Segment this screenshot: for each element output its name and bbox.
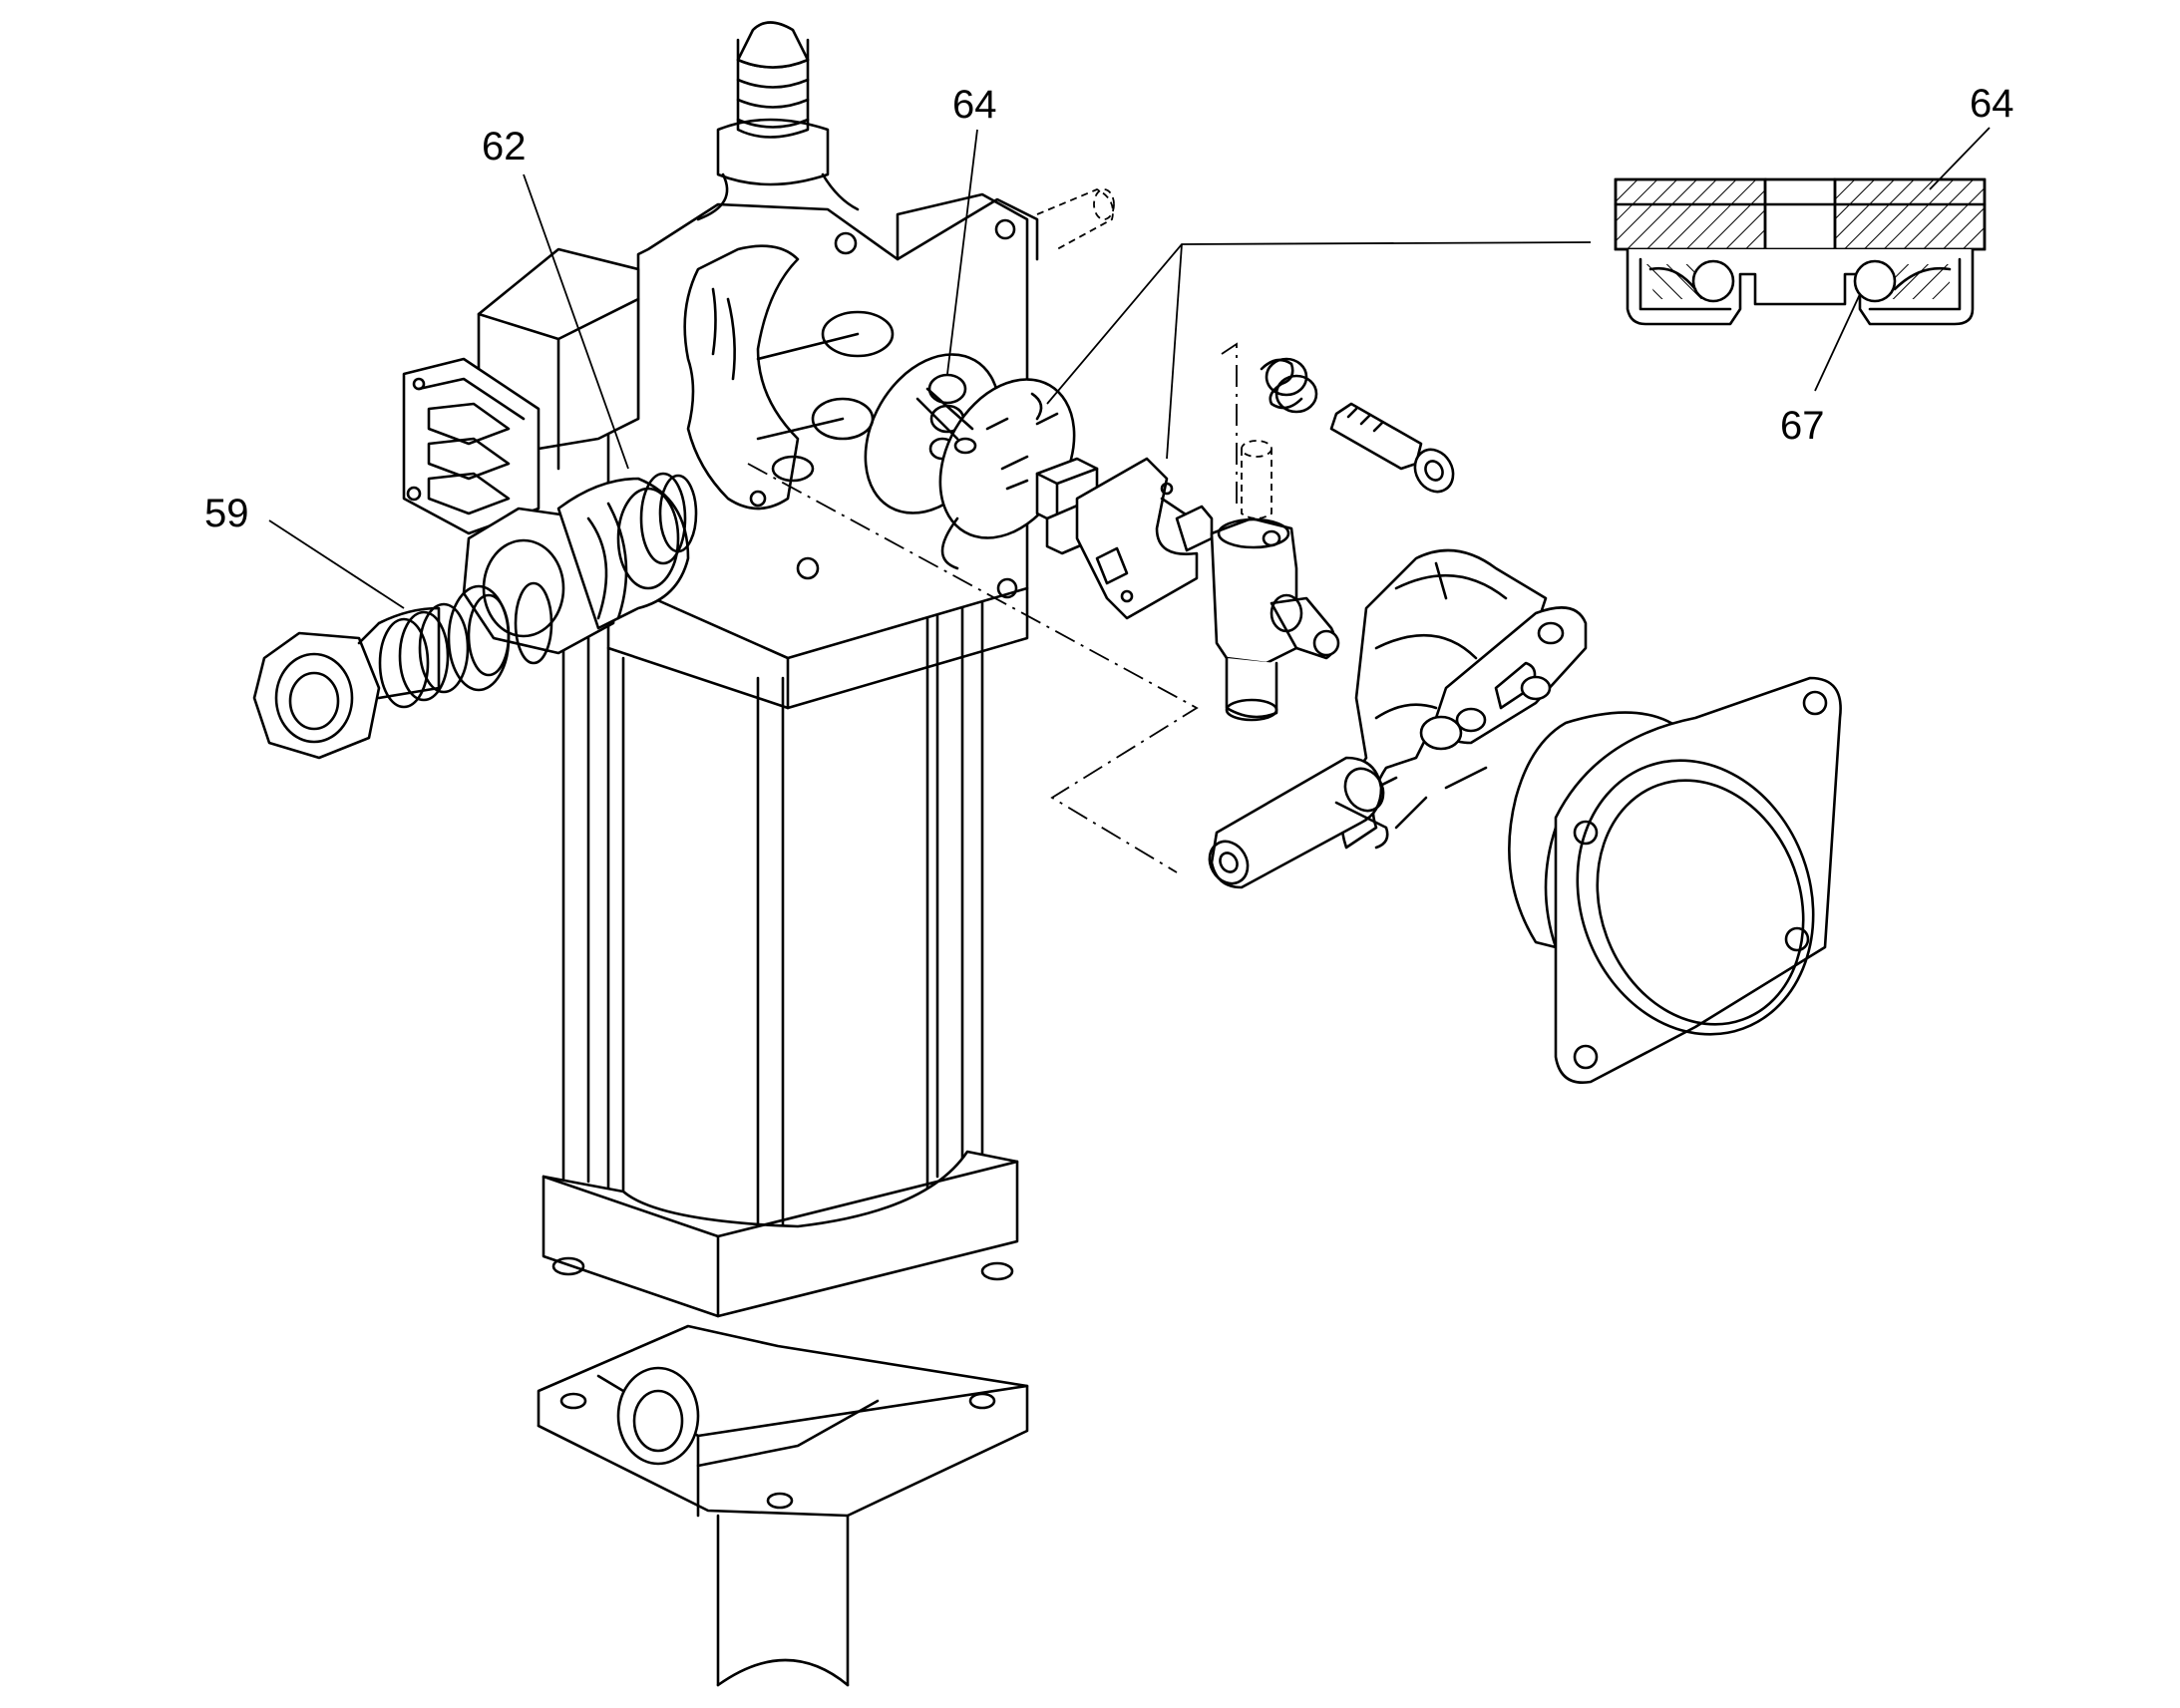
- cylinder-assembly: [402, 21, 1115, 1687]
- callout-67: 67: [1780, 293, 1861, 448]
- left-fitting-stack: [252, 472, 698, 760]
- callout-64-main: 64: [946, 83, 997, 375]
- callout-label-62: 62: [482, 125, 527, 169]
- callout-label-64-main: 64: [952, 83, 997, 127]
- callout-label-67: 67: [1780, 404, 1825, 448]
- section-detail: [1614, 177, 1987, 326]
- valve-components: [747, 342, 1842, 1085]
- callout-label-59: 59: [204, 492, 249, 535]
- callout-64-detail: 64: [1929, 82, 2014, 190]
- callout-59: 59: [204, 492, 405, 609]
- callout-label-64-detail: 64: [1970, 82, 2014, 126]
- callout-62: 62: [482, 125, 629, 470]
- detail-reference-line: [1046, 241, 1592, 405]
- detail-reference-line-2: [1166, 243, 1183, 460]
